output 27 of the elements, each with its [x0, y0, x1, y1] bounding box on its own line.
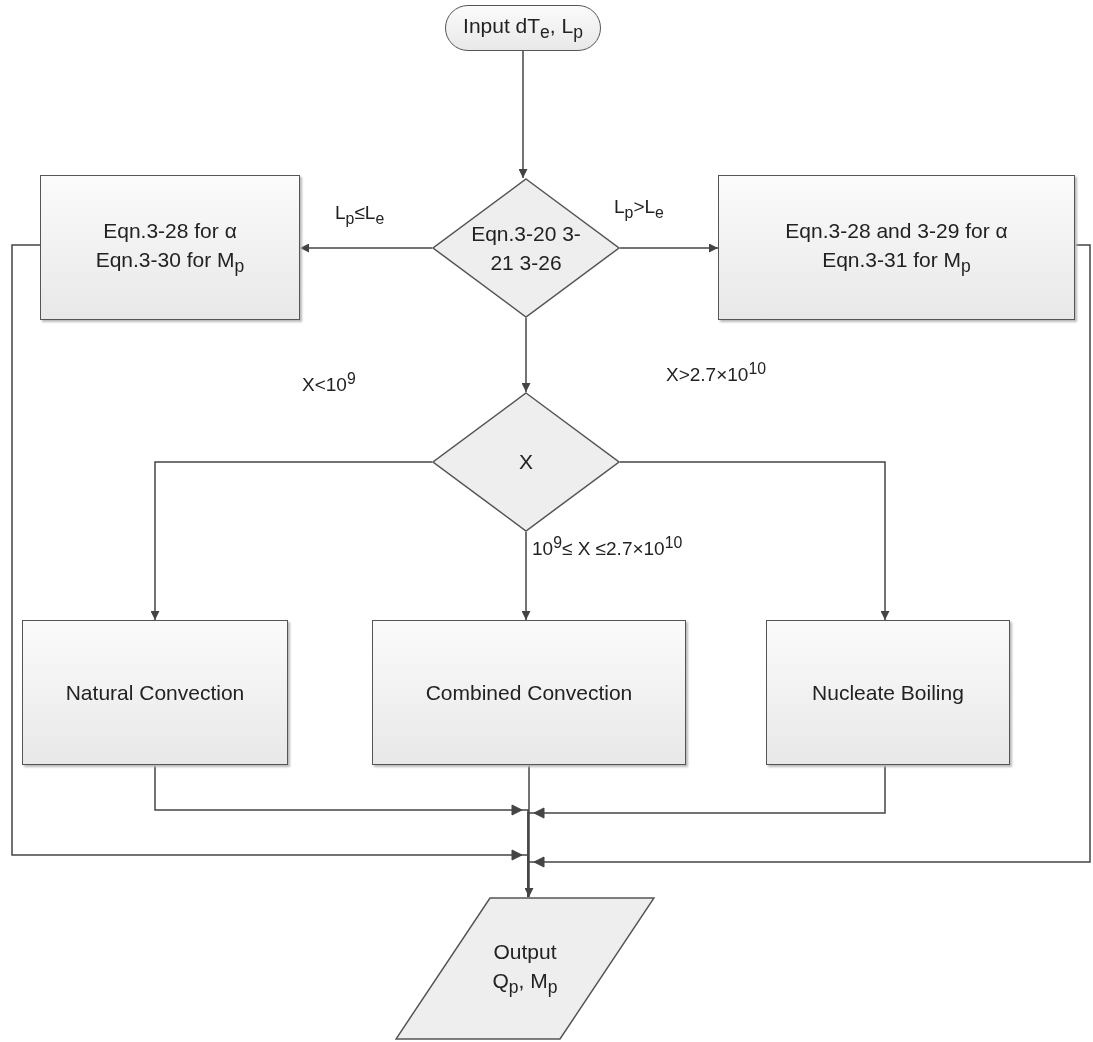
node-text: Eqn.3-28 for α — [103, 217, 237, 244]
arrow — [619, 461, 890, 621]
node-text: Combined Convection — [425, 679, 633, 706]
process-box — [372, 620, 686, 765]
process-box — [22, 620, 288, 765]
node-text: X — [519, 449, 533, 476]
node-text: Eqn.3-28 and 3-29 for α — [785, 217, 1008, 244]
arrow — [524, 764, 534, 898]
node-text: Eqn.3-30 for M$_{p}$ — [95, 247, 245, 279]
arrow — [150, 461, 433, 621]
node-text: Eqn.3-31 for M$_{p}$ — [822, 247, 971, 279]
node-text: Output Q$_{p}$, M$_{p}$ — [491, 938, 559, 1000]
node-text: Input dT$_{e}$, L$_{p}$ — [463, 13, 583, 45]
arrow — [521, 317, 531, 393]
terminal-box — [445, 5, 601, 51]
arrow — [521, 531, 531, 621]
decision-diamond — [432, 392, 620, 532]
process-box — [40, 175, 300, 320]
output-parallelogram — [395, 897, 655, 1040]
arrow — [299, 243, 433, 253]
node-text: Eqn.3-20 3-21 3-26 — [470, 220, 582, 276]
process-box — [718, 175, 1075, 320]
node-text: Nucleate Boiling — [812, 679, 964, 706]
arrow — [518, 50, 528, 179]
node-text: Natural Convection — [65, 679, 245, 706]
process-box — [766, 620, 1010, 765]
arrow — [619, 243, 719, 253]
